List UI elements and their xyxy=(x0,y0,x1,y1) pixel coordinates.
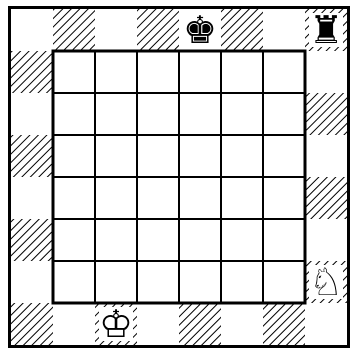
square-h3[interactable] xyxy=(305,219,347,261)
square-a2[interactable] xyxy=(11,261,53,303)
square-h5[interactable] xyxy=(305,135,347,177)
square-b1[interactable] xyxy=(53,303,95,345)
white-king-icon[interactable]: ♔ xyxy=(99,302,133,345)
square-g8[interactable] xyxy=(263,9,305,51)
square-a7[interactable] xyxy=(11,51,53,93)
square-a8[interactable] xyxy=(11,9,53,51)
square-f1[interactable] xyxy=(221,303,263,345)
square-d1[interactable] xyxy=(137,303,179,345)
inner-grid xyxy=(53,51,305,303)
square-g1[interactable] xyxy=(263,303,305,345)
square-h7[interactable] xyxy=(305,51,347,93)
square-a5[interactable] xyxy=(11,135,53,177)
square-e1[interactable] xyxy=(179,303,221,345)
black-rook-icon[interactable]: ♜ xyxy=(309,9,343,52)
square-f8[interactable] xyxy=(221,9,263,51)
square-h6[interactable] xyxy=(305,93,347,135)
square-h4[interactable] xyxy=(305,177,347,219)
black-king-icon[interactable]: ♚ xyxy=(183,9,217,52)
square-a1[interactable] xyxy=(11,303,53,345)
chess-board-svg: ♚ ♜ ♘ ♔ xyxy=(11,9,347,345)
square-h1[interactable] xyxy=(305,303,347,345)
white-knight-icon[interactable]: ♘ xyxy=(309,260,343,304)
square-c8[interactable] xyxy=(95,9,137,51)
square-d8[interactable] xyxy=(137,9,179,51)
square-a4[interactable] xyxy=(11,177,53,219)
square-a3[interactable] xyxy=(11,219,53,261)
square-b8[interactable] xyxy=(53,9,95,51)
square-a6[interactable] xyxy=(11,93,53,135)
chess-board: ♚ ♜ ♘ ♔ xyxy=(8,6,350,348)
